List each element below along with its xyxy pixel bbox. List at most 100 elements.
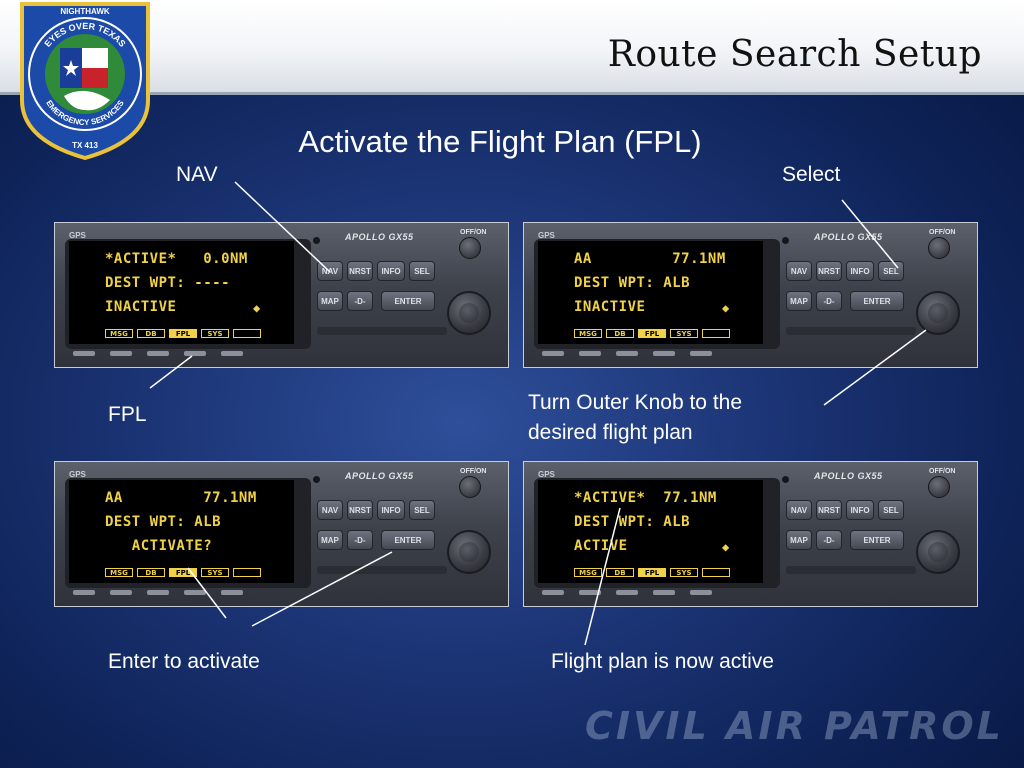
- sel-button[interactable]: SEL: [878, 261, 904, 281]
- map-button[interactable]: MAP: [786, 530, 812, 550]
- page-tab: SYS: [201, 329, 229, 338]
- map-button[interactable]: MAP: [317, 530, 343, 550]
- nrst-button[interactable]: NRST: [347, 500, 373, 520]
- outer-knob[interactable]: [447, 291, 491, 335]
- softkey[interactable]: [579, 351, 601, 356]
- nav-button[interactable]: NAV: [317, 261, 343, 281]
- outer-knob[interactable]: [916, 530, 960, 574]
- card-slot: [317, 566, 447, 574]
- softkey[interactable]: [221, 351, 243, 356]
- page-tab: [233, 329, 261, 338]
- outer-knob[interactable]: [916, 291, 960, 335]
- nav-button[interactable]: NAV: [786, 500, 812, 520]
- info-button[interactable]: INFO: [846, 500, 874, 520]
- softkey[interactable]: [542, 590, 564, 595]
- softkey[interactable]: [73, 351, 95, 356]
- screen-line-2: DEST WPT: ALB: [574, 275, 691, 291]
- info-button[interactable]: INFO: [846, 261, 874, 281]
- page-tab: SYS: [670, 568, 698, 577]
- page-tab: SYS: [201, 568, 229, 577]
- power-label: OFF/ON: [929, 468, 956, 475]
- power-knob[interactable]: [459, 237, 481, 259]
- info-button[interactable]: INFO: [377, 500, 405, 520]
- map-button[interactable]: MAP: [317, 291, 343, 311]
- info-button[interactable]: INFO: [377, 261, 405, 281]
- softkey-row: [73, 590, 243, 595]
- nav-button[interactable]: NAV: [317, 500, 343, 520]
- sel-button[interactable]: SEL: [409, 500, 435, 520]
- outer-knob[interactable]: [447, 530, 491, 574]
- nrst-button[interactable]: NRST: [816, 261, 842, 281]
- softkey[interactable]: [542, 351, 564, 356]
- enter-button[interactable]: ENTER: [381, 291, 435, 311]
- direct-to-button[interactable]: -D-: [816, 530, 842, 550]
- softkey[interactable]: [690, 351, 712, 356]
- nrst-button[interactable]: NRST: [816, 500, 842, 520]
- screen-line-2: DEST WPT: ALB: [574, 514, 691, 530]
- page-tab: FPL: [169, 329, 197, 338]
- civil-air-patrol-watermark: CIVIL AIR PATROL: [585, 704, 1004, 748]
- screen-line-3: INACTIVE: [105, 299, 177, 315]
- page-tab: FPL: [638, 329, 666, 338]
- page-tab: DB: [606, 329, 634, 338]
- sel-button[interactable]: SEL: [878, 500, 904, 520]
- enter-activate-label: Enter to activate: [108, 650, 260, 673]
- direct-to-button[interactable]: -D-: [816, 291, 842, 311]
- power-knob[interactable]: [928, 476, 950, 498]
- slide-subtitle: Activate the Flight Plan (FPL): [298, 124, 702, 159]
- enter-button[interactable]: ENTER: [850, 291, 904, 311]
- page-tab: MSG: [574, 568, 602, 577]
- cursor-diamond-icon: ◆: [722, 301, 730, 315]
- softkey[interactable]: [184, 351, 206, 356]
- softkey[interactable]: [221, 590, 243, 595]
- logo-unit-text: TX 413: [72, 141, 98, 150]
- softkey[interactable]: [616, 590, 638, 595]
- card-slot: [786, 566, 916, 574]
- nrst-button[interactable]: NRST: [347, 261, 373, 281]
- softkey[interactable]: [690, 590, 712, 595]
- screen-line-3: ACTIVATE?: [105, 538, 213, 554]
- softkey[interactable]: [579, 590, 601, 595]
- screen-line-1: AA 77.1NM: [105, 490, 257, 506]
- softkey[interactable]: [110, 351, 132, 356]
- power-knob[interactable]: [928, 237, 950, 259]
- map-button[interactable]: MAP: [786, 291, 812, 311]
- softkey[interactable]: [147, 590, 169, 595]
- page-tab: MSG: [105, 329, 133, 338]
- softkey[interactable]: [653, 351, 675, 356]
- softkey[interactable]: [73, 590, 95, 595]
- power-knob[interactable]: [459, 476, 481, 498]
- cursor-diamond-icon: ◆: [722, 540, 730, 554]
- page-tab: MSG: [105, 568, 133, 577]
- softkey[interactable]: [147, 351, 169, 356]
- fpl-label: FPL: [108, 403, 147, 426]
- direct-to-button[interactable]: -D-: [347, 291, 373, 311]
- logo-top-text: NIGHTHAWK: [60, 7, 110, 16]
- softkey[interactable]: [653, 590, 675, 595]
- softkey[interactable]: [184, 590, 206, 595]
- power-label: OFF/ON: [929, 229, 956, 236]
- apollo-brand: APOLLO GX55: [814, 232, 883, 242]
- enter-button[interactable]: ENTER: [850, 530, 904, 550]
- softkey[interactable]: [616, 351, 638, 356]
- gps-tag: GPS: [69, 231, 86, 240]
- photocell: [782, 237, 789, 244]
- direct-to-button[interactable]: -D-: [347, 530, 373, 550]
- page-tab: [702, 568, 730, 577]
- page-tab: [233, 568, 261, 577]
- softkey-row: [73, 351, 243, 356]
- nav-button[interactable]: NAV: [786, 261, 812, 281]
- sel-button[interactable]: SEL: [409, 261, 435, 281]
- screen-line-3: INACTIVE: [574, 299, 646, 315]
- title-bar: Route Search Setup: [0, 0, 1024, 95]
- enter-button[interactable]: ENTER: [381, 530, 435, 550]
- softkey[interactable]: [110, 590, 132, 595]
- page-tab: DB: [137, 568, 165, 577]
